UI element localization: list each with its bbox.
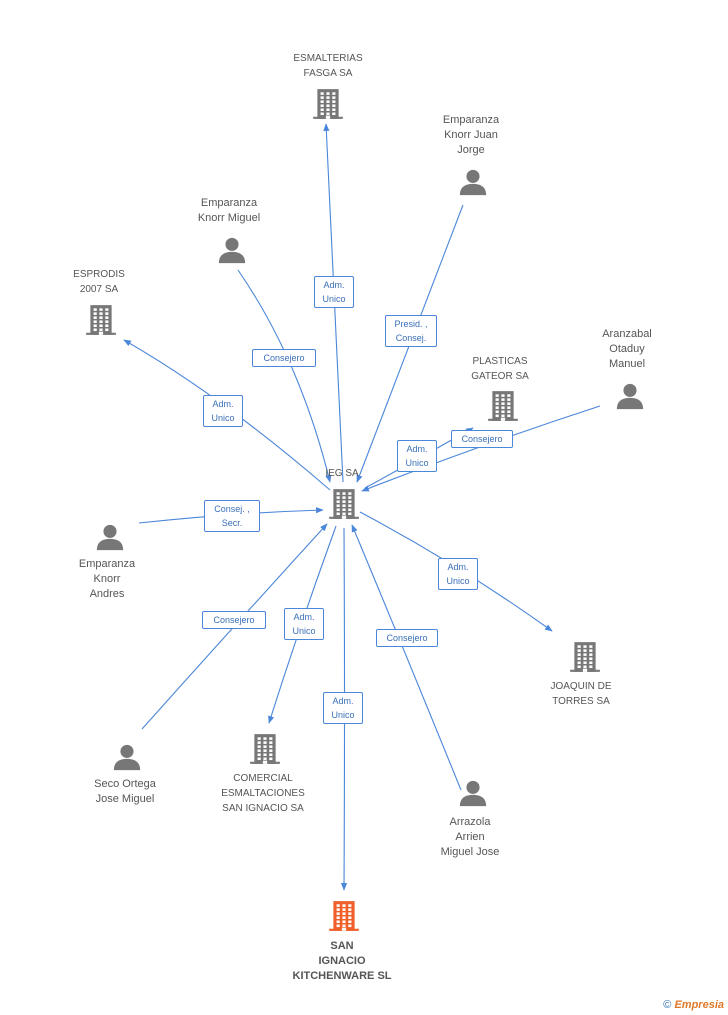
edge-label-line: Unico bbox=[405, 458, 429, 468]
node-label-line: SAN IGNACIO SA bbox=[222, 803, 304, 814]
edge-label-line: Consejero bbox=[213, 615, 255, 625]
node-label[interactable]: JOAQUIN DE TORRES SA bbox=[501, 679, 661, 709]
node-label-line: ESPRODIS bbox=[73, 269, 125, 280]
node-label-line: Knorr Miguel bbox=[197, 212, 261, 224]
edge-label-line: Consej. bbox=[395, 333, 427, 343]
edge-label[interactable]: Consejero bbox=[252, 349, 316, 367]
node-label-line: GATEOR SA bbox=[471, 371, 529, 382]
brand-footer[interactable]: © Empresia bbox=[663, 999, 724, 1011]
edge-label-line: Adm. bbox=[332, 696, 354, 706]
node-label[interactable]: ESMALTERIAS FASGA SA bbox=[248, 51, 408, 81]
node-label-line: IEG SA bbox=[325, 468, 359, 479]
edge-label-line: Adm. bbox=[212, 399, 234, 409]
node-label-line: Jose Miguel bbox=[95, 793, 155, 805]
edge-label-line: Unico bbox=[292, 626, 316, 636]
building-icon[interactable] bbox=[84, 303, 118, 342]
node-label[interactable]: SAN IGNACIO KITCHENWARE SL bbox=[262, 939, 422, 984]
edge-label[interactable]: Adm. Unico bbox=[438, 558, 478, 590]
edge-label-line: Adm. bbox=[406, 444, 428, 454]
node-label-line: TORRES SA bbox=[552, 696, 610, 707]
node-label[interactable]: COMERCIAL ESMALTACIONES SAN IGNACIO SA bbox=[183, 771, 343, 816]
person-icon[interactable] bbox=[112, 742, 142, 777]
node-label-line: Aranzabal bbox=[602, 328, 652, 340]
node-label-line: Knorr bbox=[93, 573, 121, 585]
node-label-line: JOAQUIN DE bbox=[550, 681, 612, 692]
node-label-line: 2007 SA bbox=[79, 284, 119, 295]
edge-emp-miguel-to-ieg bbox=[237, 269, 332, 483]
building-icon[interactable] bbox=[486, 389, 520, 428]
copyright-symbol: © bbox=[663, 999, 672, 1011]
edge-label[interactable]: Consejero bbox=[451, 430, 513, 448]
node-label-line: SAN bbox=[330, 940, 354, 952]
building-icon[interactable] bbox=[311, 87, 345, 126]
edge-label-line: Presid. , bbox=[394, 319, 428, 329]
node-label-line: KITCHENWARE SL bbox=[292, 970, 392, 982]
edge-label-line: Unico bbox=[446, 576, 470, 586]
node-label-line: Otaduy bbox=[609, 343, 645, 355]
node-label-line: Seco Ortega bbox=[94, 778, 156, 790]
edge-label-line: Adm. bbox=[447, 562, 469, 572]
node-label[interactable]: ESPRODIS 2007 SA bbox=[19, 267, 179, 297]
edge-label-line: Consej. , bbox=[214, 504, 250, 514]
person-icon[interactable] bbox=[458, 778, 488, 813]
edge-label[interactable]: Adm. Unico bbox=[323, 692, 363, 724]
building-icon[interactable] bbox=[248, 732, 282, 771]
edge-arrazola-to-ieg bbox=[351, 524, 462, 791]
node-label-line: IGNACIO bbox=[318, 955, 366, 967]
person-icon[interactable] bbox=[217, 235, 247, 270]
edge-label-line: Consejero bbox=[386, 633, 428, 643]
edge-label-line: Adm. bbox=[293, 612, 315, 622]
edge-label-line: Unico bbox=[322, 294, 346, 304]
edge-label-line: Consejero bbox=[263, 353, 305, 363]
edge-label-line: Unico bbox=[211, 413, 235, 423]
node-label-line: Manuel bbox=[608, 358, 646, 370]
edge-label[interactable]: Consej. , Secr. bbox=[204, 500, 260, 532]
node-label-line: Arrien bbox=[455, 831, 485, 843]
building-icon[interactable] bbox=[327, 899, 361, 938]
edge-label-line: Adm. bbox=[323, 280, 345, 290]
node-label[interactable]: PLASTICAS GATEOR SA bbox=[420, 354, 580, 384]
node-label-line: COMERCIAL bbox=[233, 773, 293, 784]
node-label-line: FASGA SA bbox=[303, 68, 353, 79]
node-label-line: Miguel Jose bbox=[440, 846, 500, 858]
edge-label-line: Unico bbox=[331, 710, 355, 720]
person-icon[interactable] bbox=[458, 167, 488, 202]
edge-label[interactable]: Consejero bbox=[376, 629, 438, 647]
edge-label-line: Consejero bbox=[461, 434, 503, 444]
edge-label[interactable]: Adm. Unico bbox=[284, 608, 324, 640]
edge-label-line: Secr. bbox=[221, 518, 243, 528]
node-label-line: Emparanza bbox=[78, 558, 136, 570]
edge-label[interactable]: Consejero bbox=[202, 611, 266, 629]
node-label-line: Knorr Juan bbox=[444, 129, 498, 141]
building-icon[interactable] bbox=[568, 640, 602, 679]
edge-label[interactable]: Adm. Unico bbox=[314, 276, 354, 308]
building-icon[interactable] bbox=[327, 487, 361, 526]
edge-label[interactable]: Presid. , Consej. bbox=[385, 315, 437, 347]
node-label-line: ESMALTACIONES bbox=[221, 788, 305, 799]
node-label-line: PLASTICAS bbox=[472, 356, 528, 367]
node-label-line: ESMALTERIAS bbox=[293, 53, 363, 64]
edge-label[interactable]: Adm. Unico bbox=[203, 395, 243, 427]
node-label-line: Emparanza bbox=[200, 197, 258, 209]
edge-label[interactable]: Adm. Unico bbox=[397, 440, 437, 472]
node-label-line: Jorge bbox=[457, 144, 485, 156]
node-label-line: Emparanza bbox=[442, 114, 500, 126]
person-icon[interactable] bbox=[95, 522, 125, 557]
node-label-line: Arrazola bbox=[449, 816, 491, 828]
node-label[interactable]: IEG SA bbox=[262, 466, 422, 481]
node-label-line: Andres bbox=[89, 588, 125, 600]
brand-name: Empresia bbox=[674, 999, 724, 1011]
person-icon[interactable] bbox=[615, 381, 645, 416]
